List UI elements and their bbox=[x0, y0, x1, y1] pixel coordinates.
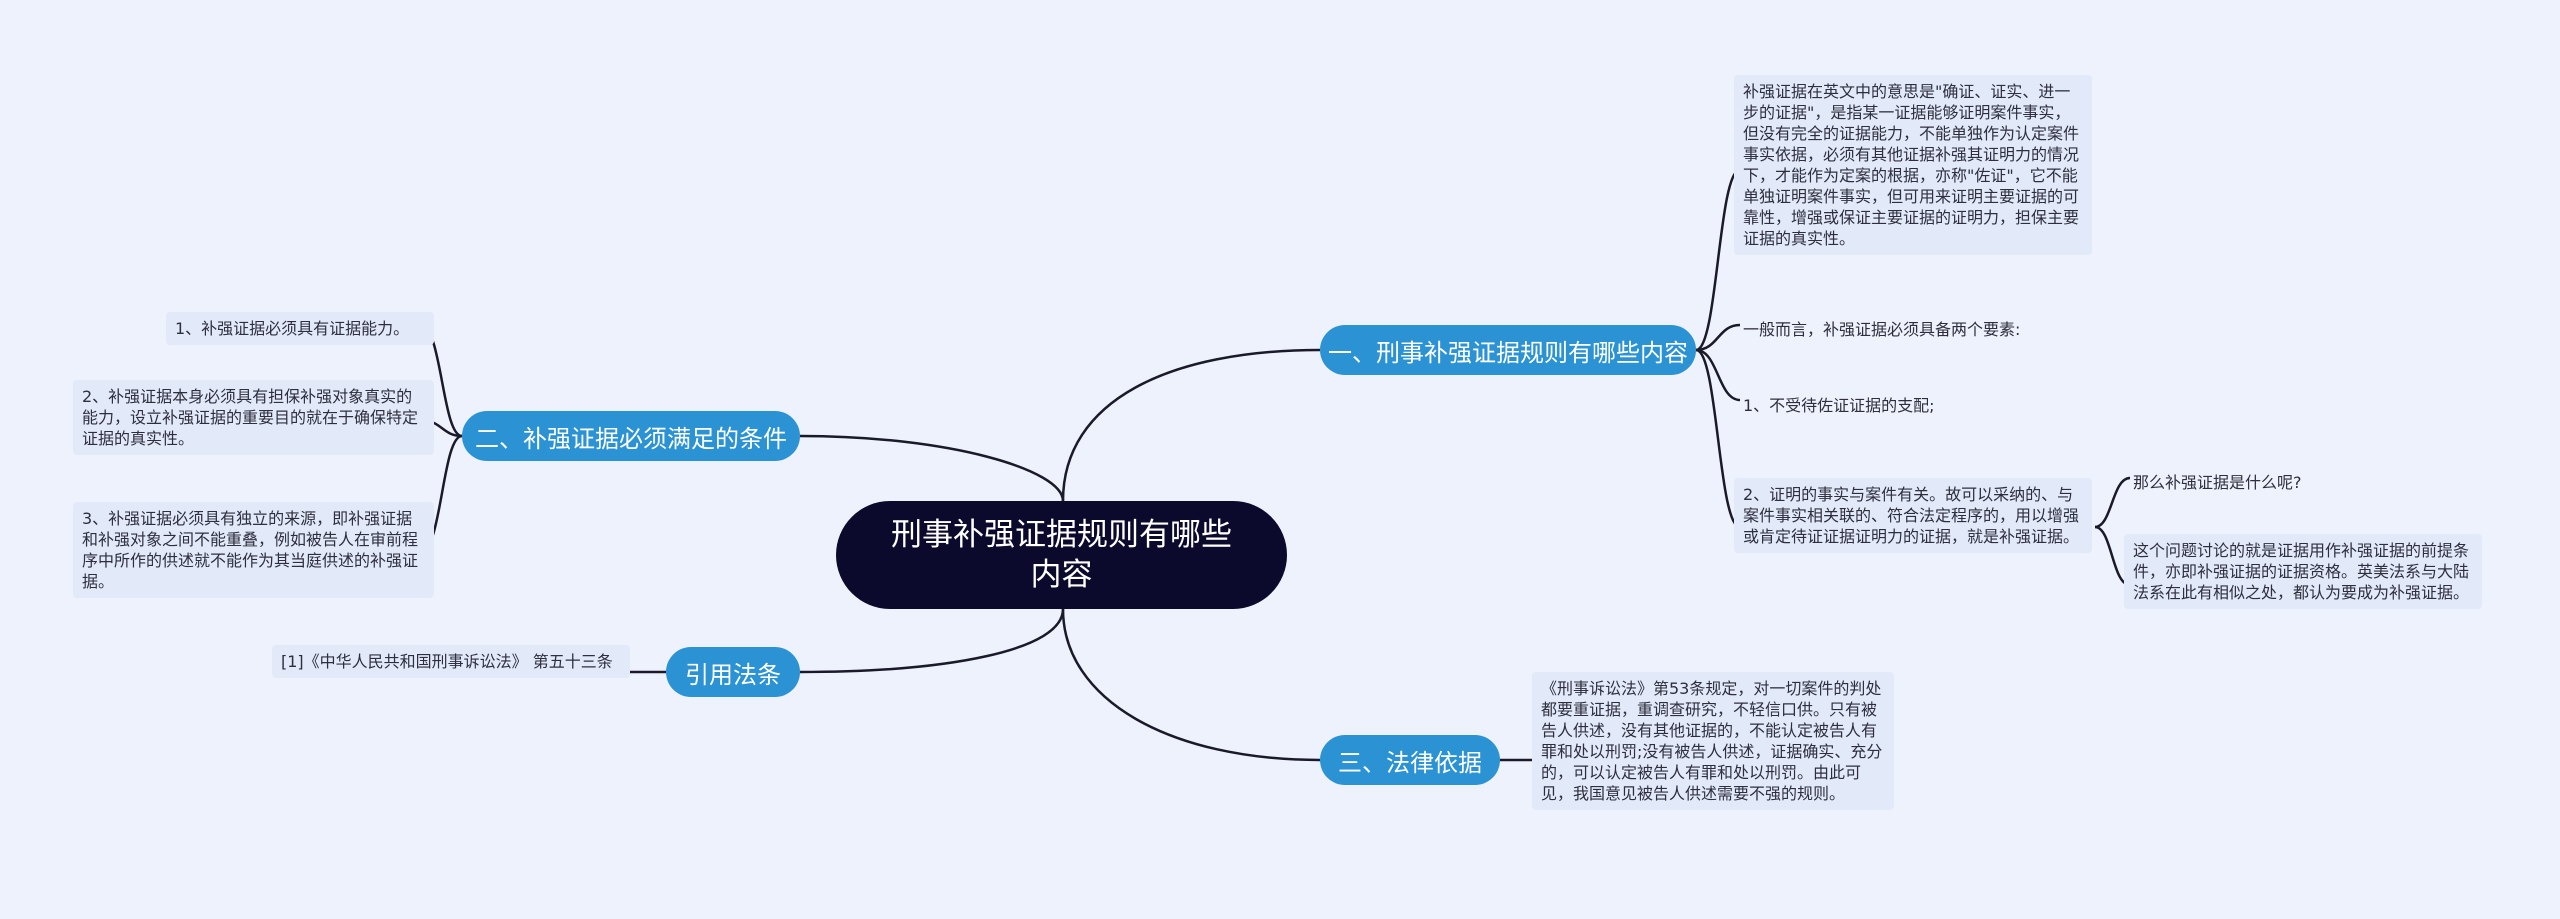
link-root-b1 bbox=[1061, 348, 1321, 502]
branch-cited-law[interactable]: 引用法条 bbox=[666, 647, 800, 697]
leaf-citation[interactable]: [1]《中华人民共和国刑事诉讼法》 第五十三条 bbox=[272, 645, 630, 678]
branch-legal-basis[interactable]: 三、法律依据 bbox=[1320, 735, 1500, 785]
link-b1-leaf2 bbox=[1695, 323, 1741, 352]
link-leaf4-sub1 bbox=[2094, 476, 2131, 529]
branch-conditions[interactable]: 二、补强证据必须满足的条件 bbox=[462, 411, 800, 461]
leaf-question[interactable]: 那么补强证据是什么呢? bbox=[2133, 473, 2302, 492]
leaf-element-2[interactable]: 2、证明的事实与案件有关。故可以采纳的、与案件事实相关联的、符合法定程序的，用以… bbox=[1734, 478, 2092, 553]
leaf-article-53[interactable]: 《刑事诉讼法》第53条规定，对一切案件的判处都要重证据，重调查研究，不轻信口供。… bbox=[1532, 672, 1894, 810]
leaf-definition[interactable]: 补强证据在英文中的意思是"确证、证实、进一步的证据"，是指某一证据能够证明案件事… bbox=[1734, 75, 2092, 255]
link-root-b4 bbox=[799, 608, 1065, 674]
leaf-element-1[interactable]: 1、不受待佐证证据的支配; bbox=[1743, 396, 1935, 415]
leaf-condition-2[interactable]: 2、补强证据本身必须具有担保补强对象真实的能力，设立补强证据的重要目的就在于确保… bbox=[73, 380, 434, 455]
link-root-b2 bbox=[799, 434, 1065, 502]
leaf-two-elements[interactable]: 一般而言，补强证据必须具备两个要素: bbox=[1743, 320, 2021, 339]
leaf-condition-1[interactable]: 1、补强证据必须具有证据能力。 bbox=[166, 312, 434, 345]
branch-content[interactable]: 一、刑事补强证据规则有哪些内容 bbox=[1320, 325, 1696, 375]
root-topic[interactable]: 刑事补强证据规则有哪些内容 bbox=[836, 501, 1287, 609]
link-b1-leaf4 bbox=[1695, 348, 1741, 529]
leaf-answer[interactable]: 这个问题讨论的就是证据用作补强证据的前提条件，亦即补强证据的证据资格。英美法系与… bbox=[2124, 534, 2482, 609]
leaf-condition-3[interactable]: 3、补强证据必须具有独立的来源，即补强证据和补强对象之间不能重叠，例如被告人在审… bbox=[73, 502, 434, 598]
link-b1-leaf3 bbox=[1695, 348, 1741, 402]
link-root-b3 bbox=[1061, 608, 1321, 762]
link-b1-leaf1 bbox=[1695, 168, 1741, 352]
